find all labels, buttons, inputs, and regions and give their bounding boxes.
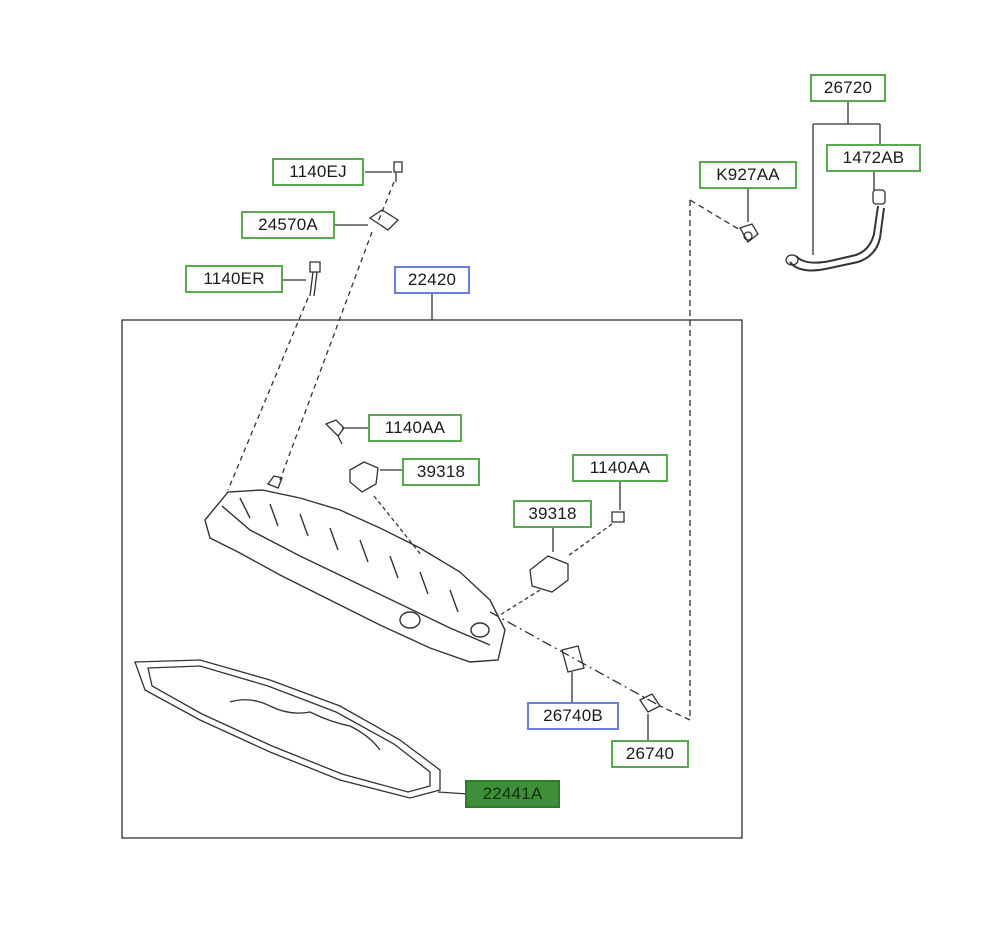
label-26740: 26740	[611, 740, 689, 768]
label-1472AB: 1472AB	[826, 144, 921, 172]
valve-26740	[639, 693, 661, 713]
label-26720: 26720	[810, 74, 886, 102]
label-1140EJ: 1140EJ	[272, 158, 364, 186]
label-24570A: 24570A	[241, 211, 335, 239]
label-39318-right: 39318	[513, 500, 592, 528]
cylinder-head-cover	[204, 475, 506, 663]
label-1140ER: 1140ER	[185, 265, 283, 293]
bolt-1140ER	[309, 261, 321, 297]
label-22420: 22420	[394, 266, 470, 294]
label-1140AA-top: 1140AA	[368, 414, 462, 442]
label-K927AA: K927AA	[699, 161, 797, 189]
grommet-24570A	[368, 209, 400, 231]
hose-clip	[872, 189, 886, 205]
breather-hose	[789, 207, 885, 272]
bolt-1140EJ	[393, 161, 403, 182]
label-26740B: 26740B	[527, 702, 619, 730]
grommet-26740B	[561, 645, 585, 673]
sensor-39318-top	[349, 461, 379, 493]
bolt-1140AA-top	[324, 419, 345, 445]
bolt-1140AA-right	[611, 511, 625, 523]
label-22441A-highlighted: 22441A	[465, 780, 560, 808]
sensor-39318-right	[529, 555, 569, 593]
pcv-valve	[739, 223, 759, 243]
label-1140AA-right: 1140AA	[572, 454, 668, 482]
label-39318-top: 39318	[402, 458, 480, 486]
cover-gasket	[134, 659, 441, 799]
